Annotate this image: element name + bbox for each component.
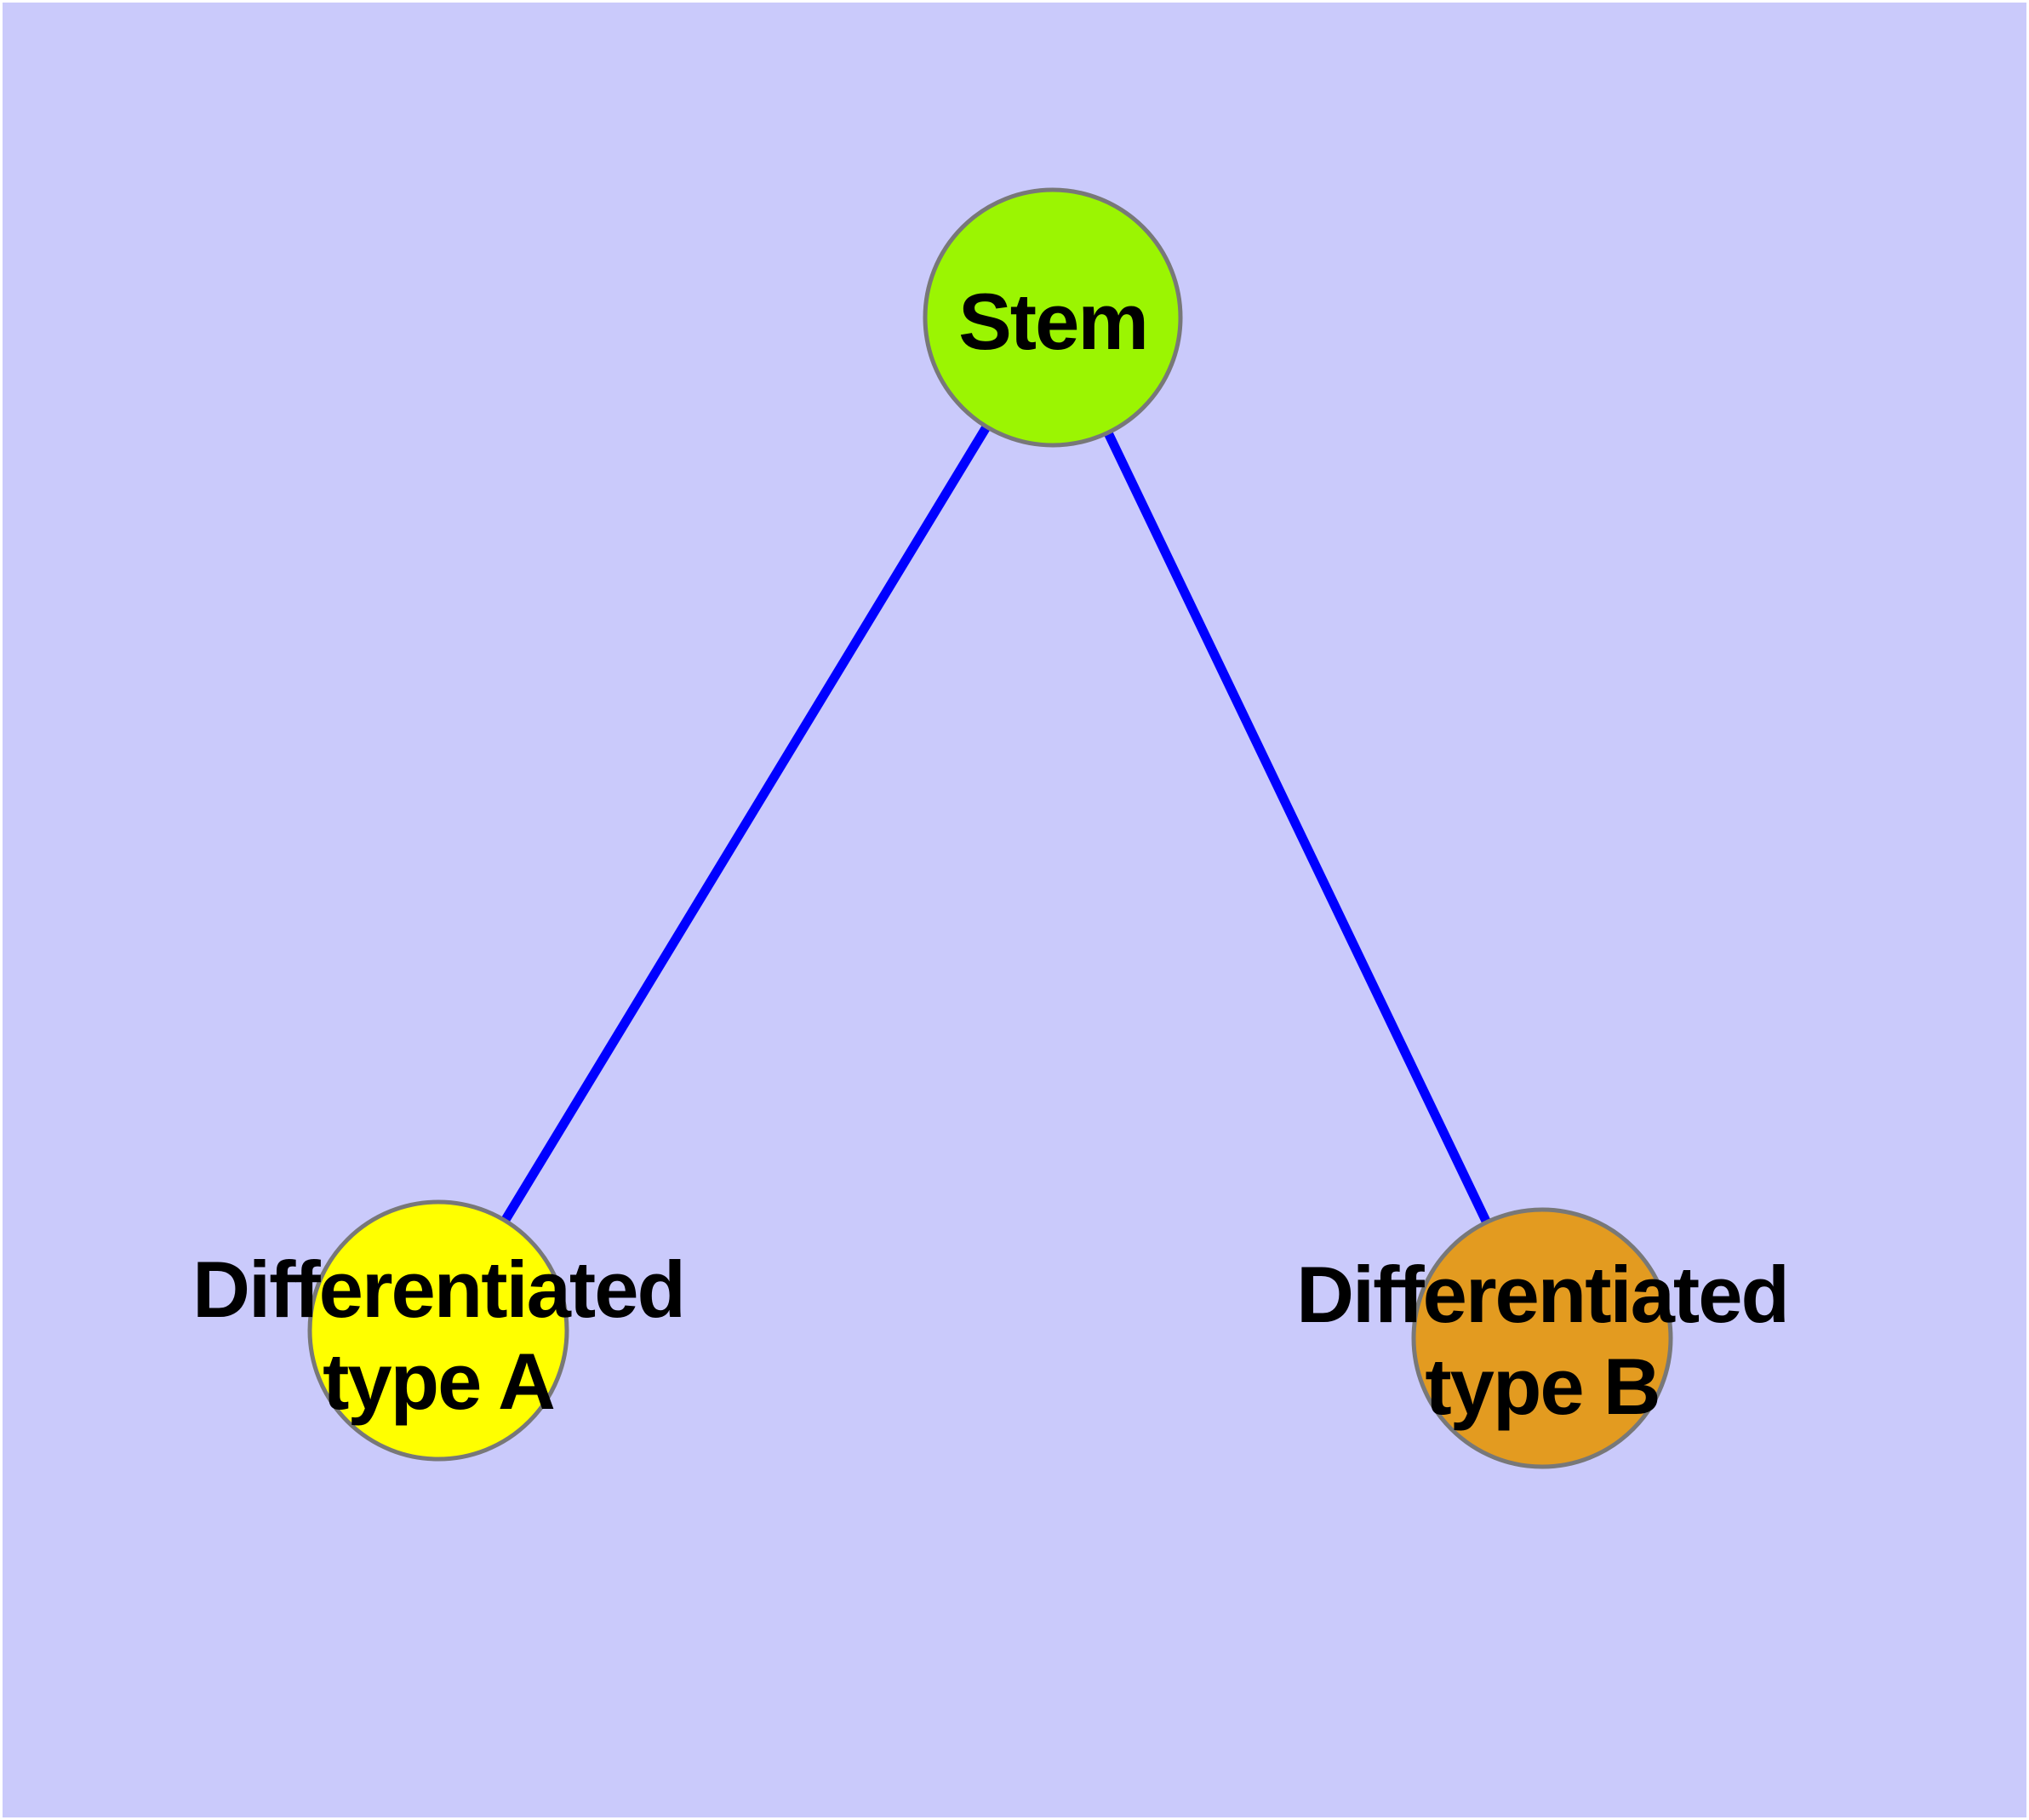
node-type-b-label-line-1: Differentiated bbox=[1296, 1250, 1788, 1339]
edge-stem-to-type-a bbox=[434, 315, 1057, 1333]
edge-stem-to-type-b bbox=[1049, 315, 1546, 1341]
node-stem-label: Stem bbox=[958, 277, 1147, 366]
node-type-b-label-line-2: type B bbox=[1425, 1342, 1659, 1431]
node-type-a-label-line-2: type A bbox=[323, 1336, 554, 1426]
node-type-a-label-line-1: Differentiated bbox=[192, 1245, 684, 1334]
node-differentiated-type-a[interactable] bbox=[307, 1199, 569, 1462]
node-differentiated-type-b[interactable] bbox=[1411, 1207, 1673, 1469]
node-stem[interactable] bbox=[923, 187, 1183, 448]
